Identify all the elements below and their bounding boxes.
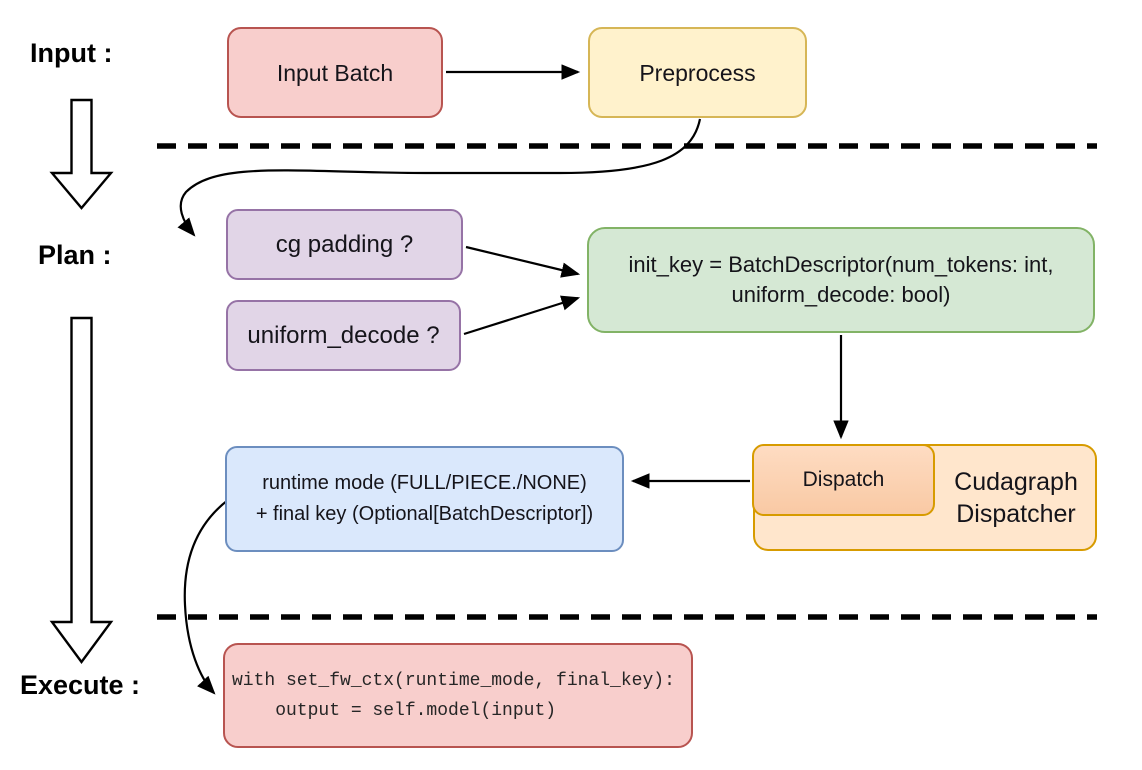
execute-code-line2: output = self.model(input)	[232, 700, 557, 721]
node-execute-code: with set_fw_ctx(runtime_mode, final_key)…	[223, 643, 693, 748]
execute-code-line1: with set_fw_ctx(runtime_mode, final_key)…	[232, 670, 675, 691]
node-dispatch-label: Dispatch	[802, 468, 885, 491]
node-cg-padding: cg padding ?	[226, 209, 463, 280]
arrow-runtime-mode-to-execute-code	[183, 499, 229, 695]
node-init-key-line1: init_key = BatchDescriptor(num_tokens: i…	[628, 252, 1054, 277]
stage-label-input: Input :	[30, 38, 113, 68]
node-input-batch: Input Batch	[227, 27, 443, 118]
stage-label-execute: Execute :	[20, 670, 141, 700]
stage-label-plan: Plan :	[38, 240, 112, 270]
node-init-key-line2: uniform_decode: bool)	[731, 282, 951, 307]
node-preprocess: Preprocess	[588, 27, 807, 118]
node-runtime-mode-line2: + final key (Optional[BatchDescriptor])	[255, 503, 594, 525]
node-runtime-mode: runtime mode (FULL/PIECE./NONE) + final …	[225, 446, 624, 552]
node-cg-padding-label: cg padding ?	[275, 230, 414, 258]
cudagraph-label-line2: Dispatcher	[956, 499, 1076, 528]
node-preprocess-label: Preprocess	[639, 59, 756, 86]
node-dispatch: Dispatch	[752, 444, 935, 516]
node-uniform-decode: uniform_decode ?	[226, 300, 461, 371]
stage-arrow-plan-to-execute-icon	[49, 316, 114, 665]
cudagraph-label-line1: Cudagraph	[954, 467, 1078, 496]
arrow-uniform-decode-to-init-key	[463, 295, 581, 336]
node-runtime-mode-line1: runtime mode (FULL/PIECE./NONE)	[262, 472, 587, 494]
node-init-key: init_key = BatchDescriptor(num_tokens: i…	[587, 227, 1095, 333]
node-input-batch-label: Input Batch	[276, 59, 394, 86]
stage-arrow-input-to-plan-icon	[49, 98, 114, 210]
node-uniform-decode-label: uniform_decode ?	[247, 321, 440, 349]
node-cudagraph-dispatcher-label: Cudagraph Dispatcher	[935, 444, 1097, 551]
arrow-cg-padding-to-init-key	[465, 245, 581, 278]
